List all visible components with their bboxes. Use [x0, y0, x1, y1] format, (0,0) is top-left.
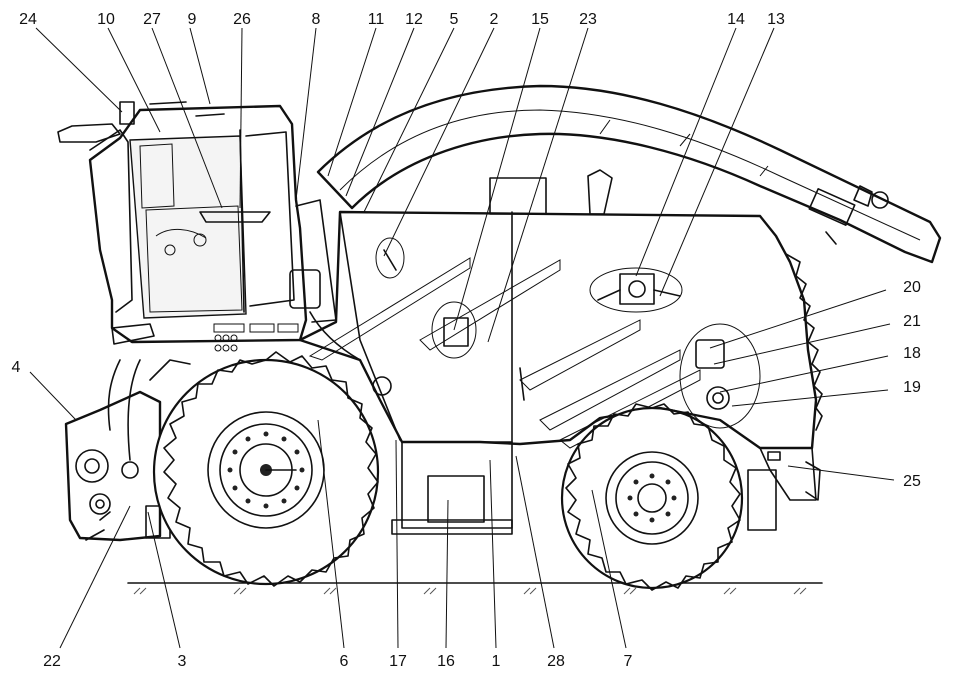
callout-20: 20: [903, 279, 921, 296]
callout-5: 5: [450, 11, 459, 28]
callout-18: 18: [903, 345, 921, 362]
leader-lines: [29, 27, 895, 649]
callout-23: 23: [579, 11, 597, 28]
callout-22: 22: [43, 653, 61, 670]
callout-1: 1: [492, 653, 501, 670]
discharge-spout: [316, 84, 942, 264]
callout-labels: 24 10 27 9 26 8 11 12 5 2 15 23 14 13 20…: [12, 11, 921, 670]
callout-9: 9: [188, 11, 197, 28]
callout-13: 13: [767, 11, 785, 28]
callout-25: 25: [903, 473, 921, 490]
callout-4: 4: [12, 359, 21, 376]
callout-19: 19: [903, 379, 921, 396]
front-wheel: [152, 351, 380, 587]
front-attachment: [64, 359, 191, 542]
callout-28: 28: [547, 653, 565, 670]
callout-27: 27: [143, 11, 161, 28]
callout-3: 3: [178, 653, 187, 670]
callout-26: 26: [233, 11, 251, 28]
machine-body: [298, 169, 823, 535]
callout-15: 15: [531, 11, 549, 28]
rear-wheel: [560, 403, 744, 591]
callout-6: 6: [340, 653, 349, 670]
callout-10: 10: [97, 11, 115, 28]
callout-17: 17: [389, 653, 407, 670]
ground-line: [127, 582, 823, 595]
callout-21: 21: [903, 313, 921, 330]
callout-14: 14: [727, 11, 745, 28]
callout-8: 8: [312, 11, 321, 28]
callout-24: 24: [19, 11, 37, 28]
callout-7: 7: [624, 653, 633, 670]
callout-2: 2: [490, 11, 499, 28]
callout-11: 11: [368, 11, 385, 28]
callout-16: 16: [437, 653, 455, 670]
callout-12: 12: [405, 11, 423, 28]
cab: [57, 101, 337, 352]
